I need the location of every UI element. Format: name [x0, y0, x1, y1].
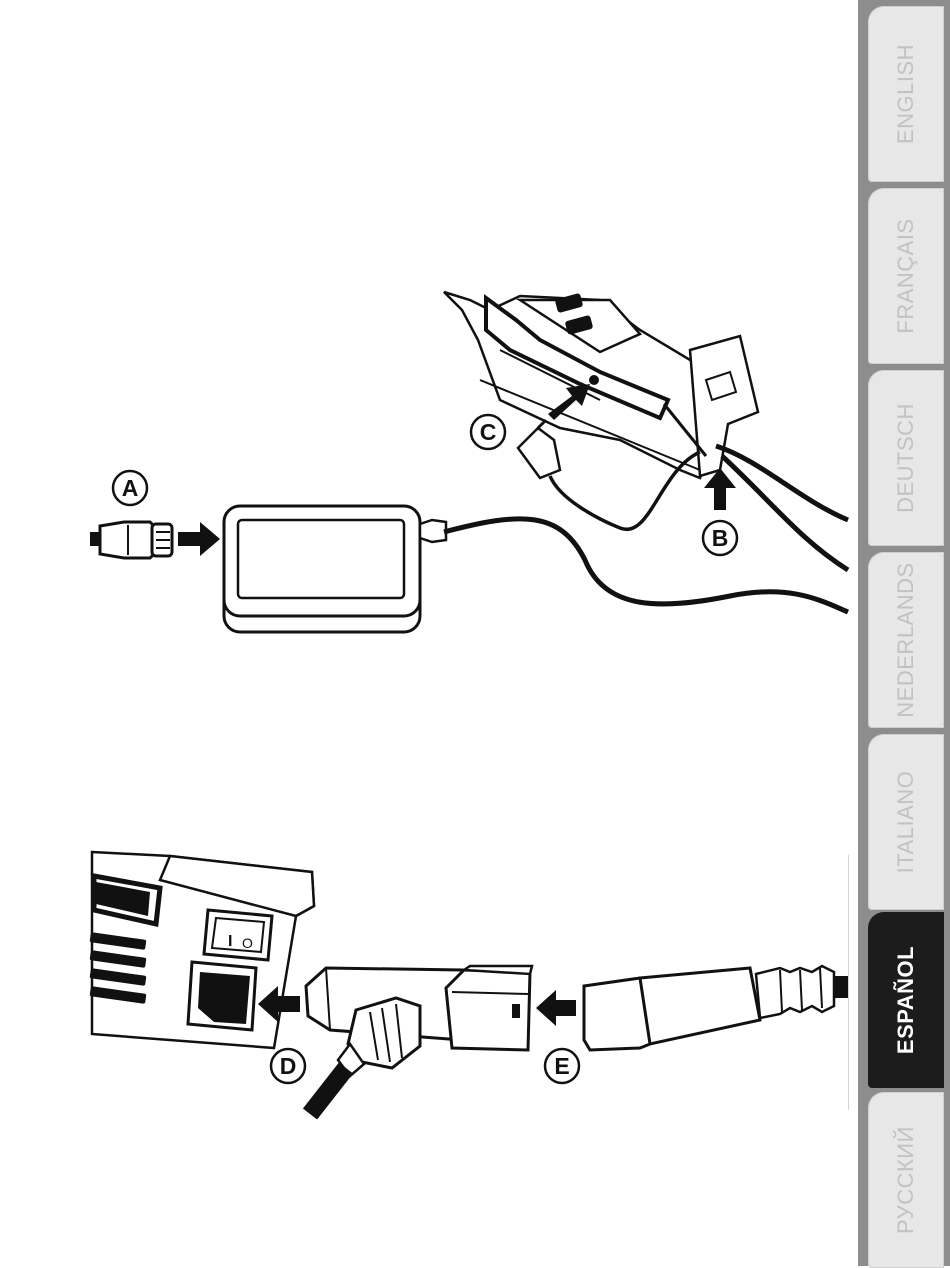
page-divider [848, 855, 849, 1110]
tab-italiano-label: ITALIANO [893, 771, 919, 874]
wheel-base [444, 292, 758, 478]
callout-b: B [703, 521, 737, 555]
callout-c-label: C [480, 419, 497, 445]
callout-c: C [471, 415, 505, 449]
tab-espanol-label: ESPAÑOL [893, 946, 919, 1054]
base-cable-1 [716, 446, 848, 520]
tab-nederlands[interactable]: NEDERLANDS [868, 552, 944, 728]
tab-russian-label: РУССКИЙ [893, 1126, 919, 1234]
mains-inlet [188, 962, 256, 1030]
callout-b-label: B [712, 525, 729, 551]
tab-english[interactable]: ENGLISH [868, 6, 944, 182]
adapter-cable [444, 519, 848, 612]
tab-russian[interactable]: РУССКИЙ [868, 1092, 944, 1268]
power-socket-icon [589, 375, 599, 385]
mains-connection-figure: I O D [90, 852, 848, 1114]
callout-a: A [113, 471, 147, 505]
callout-d: D [271, 1049, 305, 1083]
power-adapter-figure: A [90, 292, 848, 632]
arrow-e-icon [536, 990, 576, 1026]
tab-espanol[interactable]: ESPAÑOL [868, 912, 944, 1088]
switch-on-mark: I [228, 933, 232, 950]
callout-e-label: E [554, 1053, 569, 1079]
tab-francais[interactable]: FRANÇAIS [868, 188, 944, 364]
tab-english-label: ENGLISH [893, 44, 919, 144]
switch-off-mark: O [242, 935, 253, 951]
arrow-a-icon [178, 522, 220, 556]
power-adapter-brick [224, 506, 446, 632]
tab-deutsch[interactable]: DEUTSCH [868, 370, 944, 546]
tab-italiano[interactable]: ITALIANO [868, 734, 944, 910]
tab-francais-label: FRANÇAIS [893, 218, 919, 333]
adapter-input-plug [90, 522, 172, 558]
callout-d-label: D [280, 1053, 297, 1079]
tab-nederlands-label: NEDERLANDS [893, 562, 919, 717]
callout-e: E [545, 1049, 579, 1083]
callout-a-label: A [122, 475, 139, 501]
power-switch: I O [204, 910, 272, 960]
mains-cable-plug [584, 966, 848, 1050]
tab-deutsch-label: DEUTSCH [893, 403, 919, 513]
